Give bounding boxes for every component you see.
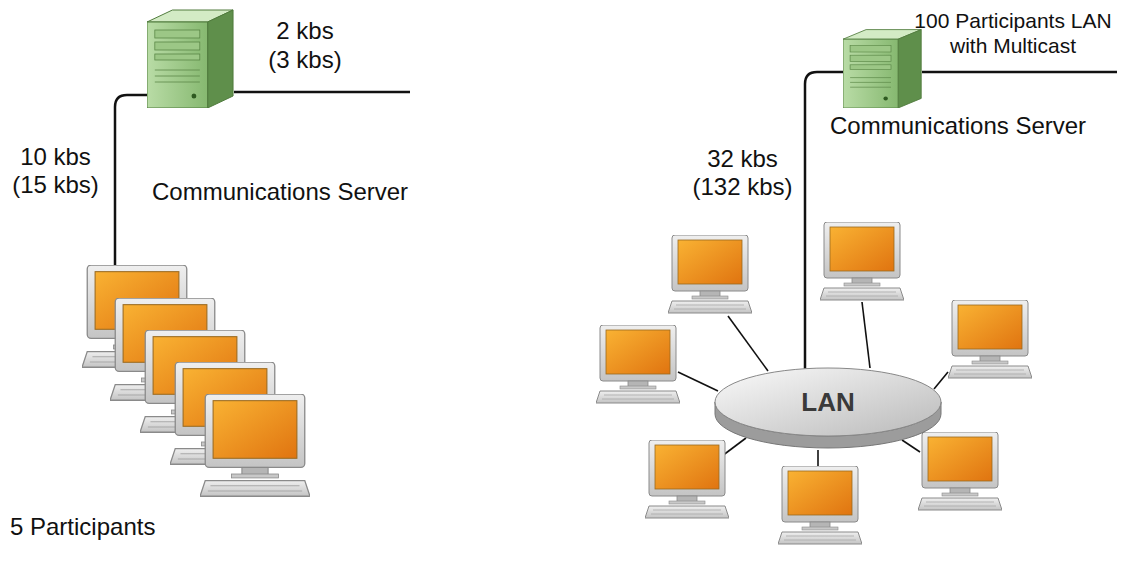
server-icon [843,28,923,108]
computer-icon [918,432,1002,510]
participant-group: 5 Participants [80,265,312,497]
node-caption: Communications Server [830,112,1086,140]
computer-icon [645,440,729,518]
network-note: 100 Participants LAN with Multicast [913,8,1113,58]
node-caption: 5 Participants [10,513,155,541]
node-caption: Communications Server [152,178,408,206]
computer-icon [778,466,862,544]
computer-icon [948,300,1032,378]
server-icon [147,8,235,108]
server-node: Communications Server [147,8,235,108]
bandwidth-label: 32 kbs (132 kbs) [690,145,795,201]
lan-disc: LAN [713,366,943,450]
uplink-line [922,71,1117,74]
computer-icon [668,235,752,313]
server-icon [843,30,921,108]
server-icon [147,10,233,108]
link-line [115,95,147,265]
computer-icon [596,325,680,403]
computer-icon [200,394,310,496]
server-node: Communications Server [843,28,923,108]
network-label: LAN [713,387,943,418]
bandwidth-label: 10 kbs (15 kbs) [8,143,103,199]
computer-icon [820,222,904,300]
bandwidth-label: 2 kbs (3 kbs) [265,16,345,74]
uplink-line [234,91,410,94]
